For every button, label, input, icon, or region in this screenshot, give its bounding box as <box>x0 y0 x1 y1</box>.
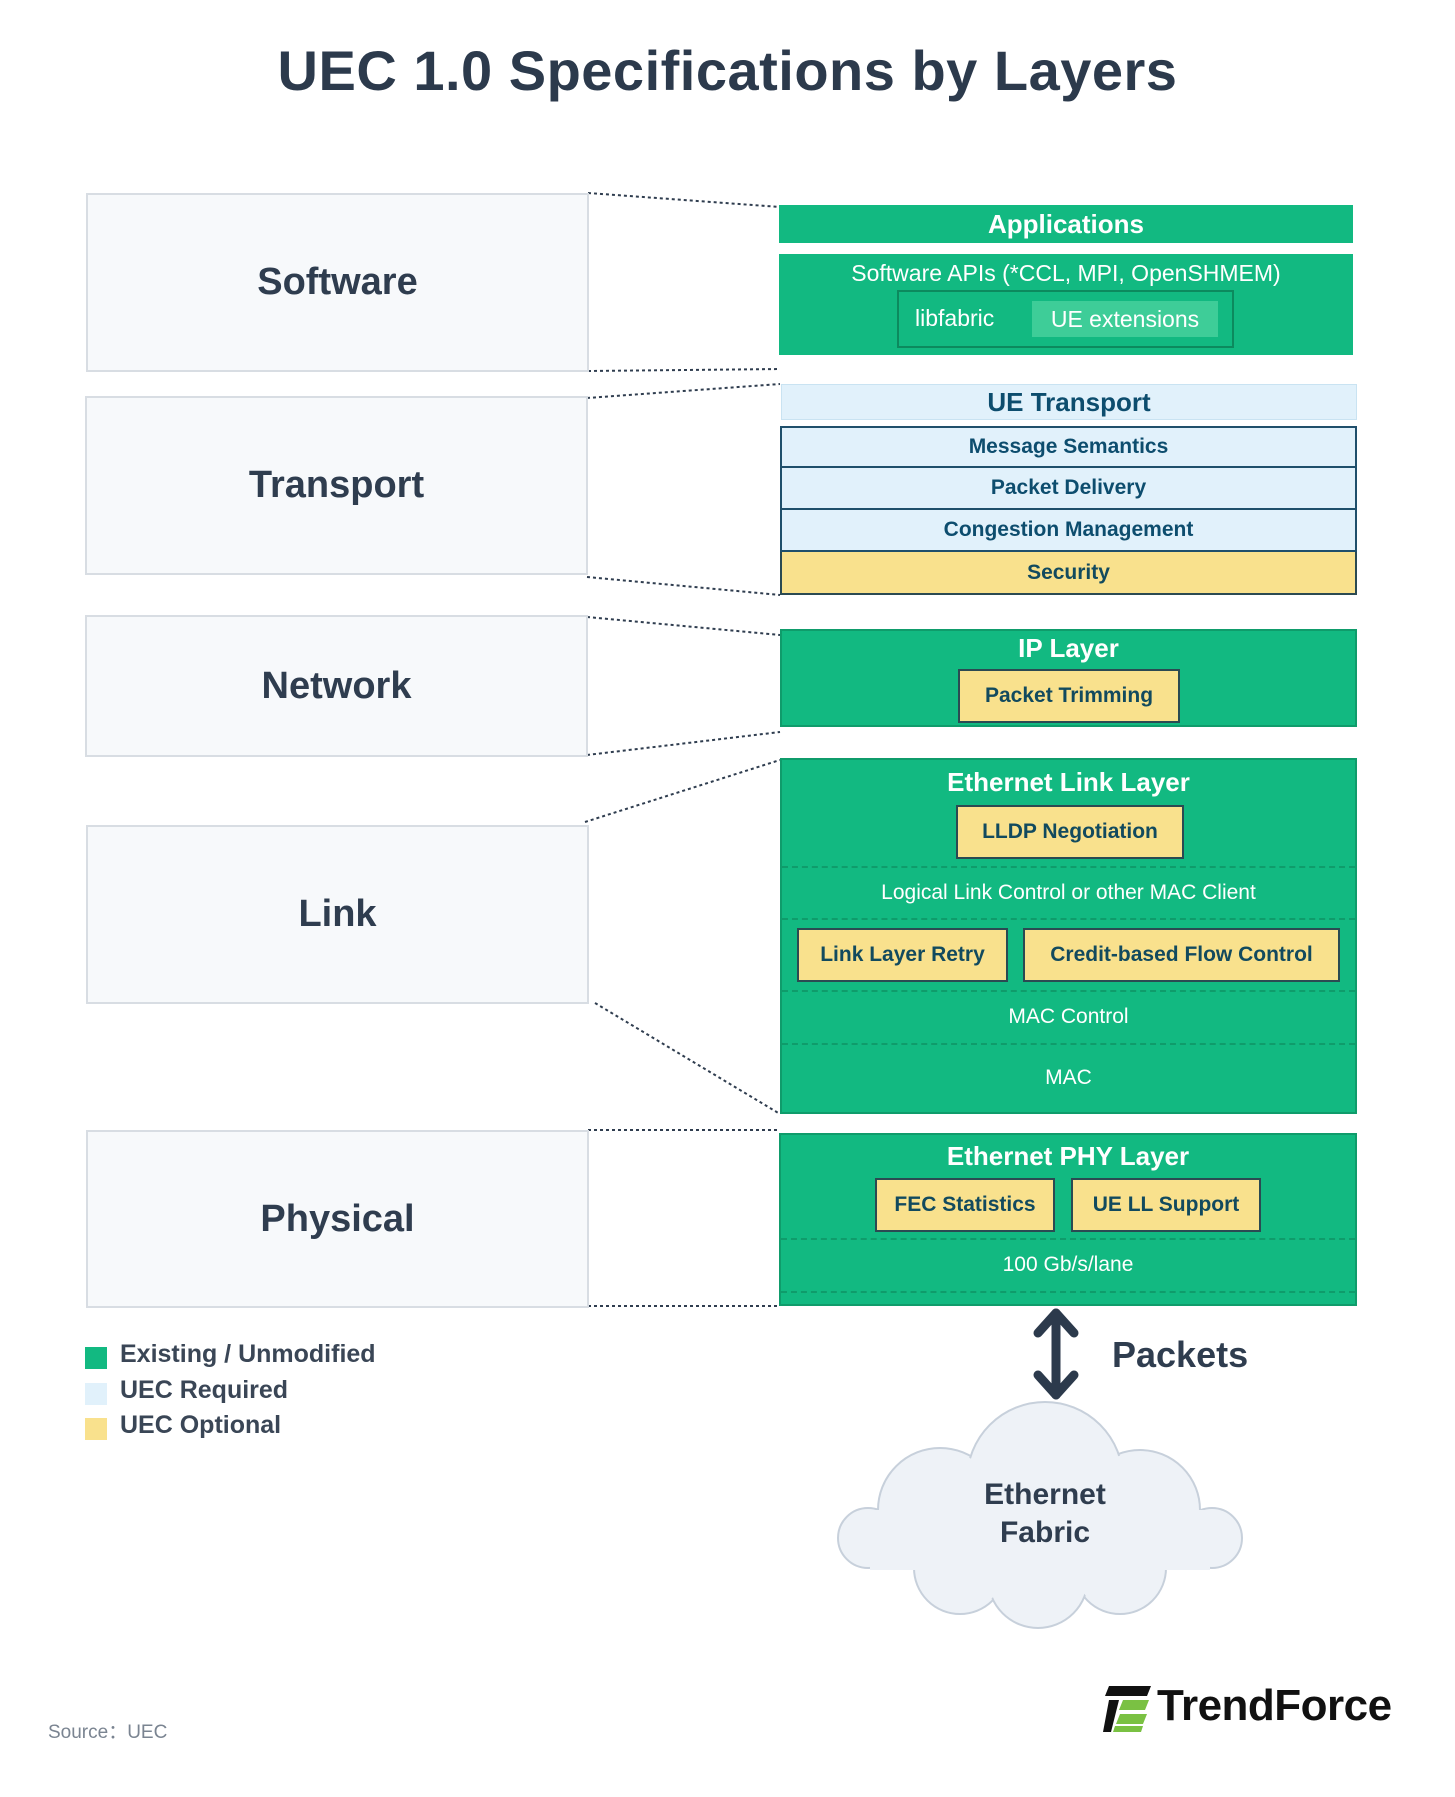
connector-link-top <box>584 759 781 823</box>
layer-network: Network <box>85 615 588 757</box>
ethernet-phy-layer-block: Ethernet PHY Layer FEC Statistics UE LL … <box>779 1133 1357 1306</box>
trendforce-logo-icon <box>1103 1686 1151 1732</box>
link-layer-retry-box: Link Layer Retry <box>797 928 1008 982</box>
cloud-line-1: Ethernet <box>984 1478 1106 1511</box>
ethernet-fabric-label: Ethernet Fabric <box>930 1476 1160 1552</box>
bidirectional-arrow-icon <box>1033 1308 1079 1400</box>
trendforce-wordmark: TrendForce <box>1157 1681 1392 1730</box>
layer-transport: Transport <box>85 396 588 575</box>
divider <box>782 1043 1355 1045</box>
page-title: UEC 1.0 Specifications by Layers <box>277 39 1178 102</box>
packets-label: Packets <box>1112 1334 1249 1375</box>
divider <box>781 1291 1355 1293</box>
ethernet-link-layer-header: Ethernet Link Layer <box>947 767 1190 797</box>
connector-link-bottom <box>594 1002 781 1115</box>
logical-link-control-row: Logical Link Control or other MAC Client <box>881 881 1256 904</box>
rate-row: 100 Gb/s/lane <box>1002 1253 1134 1276</box>
packet-trimming-box: Packet Trimming <box>958 669 1180 723</box>
ethernet-phy-layer-header: Ethernet PHY Layer <box>946 1141 1190 1171</box>
legend-swatch-optional <box>85 1418 107 1440</box>
connector-software-bottom <box>587 368 781 372</box>
libfabric-box: libfabric UE extensions <box>897 290 1234 348</box>
ip-layer-block: IP Layer Packet Trimming <box>780 629 1357 727</box>
fec-statistics-box: FEC Statistics <box>875 1178 1055 1232</box>
ethernet-link-layer-block: Ethernet Link Layer LLDP Negotiation Log… <box>780 758 1357 1114</box>
message-semantics-row: Message Semantics <box>780 426 1357 468</box>
lldp-negotiation-box: LLDP Negotiation <box>956 805 1184 859</box>
mac-control-row: MAC Control <box>1008 1005 1129 1028</box>
credit-based-flow-control-box: Credit-based Flow Control <box>1023 928 1340 982</box>
connector-software-top <box>587 192 781 208</box>
applications-block: Applications <box>779 205 1353 243</box>
connector-transport-top <box>586 383 781 399</box>
connector-network-bottom <box>586 731 781 756</box>
mac-row: MAC <box>1045 1065 1092 1089</box>
divider <box>782 918 1355 920</box>
divider <box>782 866 1355 868</box>
cloud-icon <box>837 1401 1243 1629</box>
ue-extensions-badge: UE extensions <box>1032 301 1218 337</box>
cloud-line-2: Fabric <box>999 1516 1091 1549</box>
divider <box>781 1238 1355 1240</box>
packet-delivery-row: Packet Delivery <box>780 468 1357 510</box>
congestion-management-row: Congestion Management <box>780 510 1357 552</box>
source-note: Source：UEC <box>48 1722 168 1743</box>
software-apis-block: Software APIs (*CCL, MPI, OpenSHMEM) lib… <box>779 254 1353 355</box>
layer-software: Software <box>86 193 589 372</box>
ue-transport-header: UE Transport <box>781 384 1357 420</box>
legend-swatch-required <box>85 1383 107 1405</box>
ip-layer-header: IP Layer <box>1018 633 1119 663</box>
connector-network-top <box>586 616 781 636</box>
ue-ll-support-box: UE LL Support <box>1071 1178 1261 1232</box>
divider <box>782 990 1355 992</box>
connector-transport-bottom <box>586 576 781 596</box>
libfabric-label: libfabric <box>915 305 995 331</box>
security-row: Security <box>780 552 1357 595</box>
layer-link: Link <box>86 825 589 1004</box>
software-apis-label: Software APIs (*CCL, MPI, OpenSHMEM) <box>851 260 1281 286</box>
legend-swatch-existing <box>85 1347 107 1369</box>
layer-physical: Physical <box>86 1130 589 1308</box>
legend-label-existing: Existing / Unmodified <box>120 1340 376 1368</box>
legend-label-optional: UEC Optional <box>120 1411 282 1439</box>
legend-label-required: UEC Required <box>120 1376 289 1404</box>
